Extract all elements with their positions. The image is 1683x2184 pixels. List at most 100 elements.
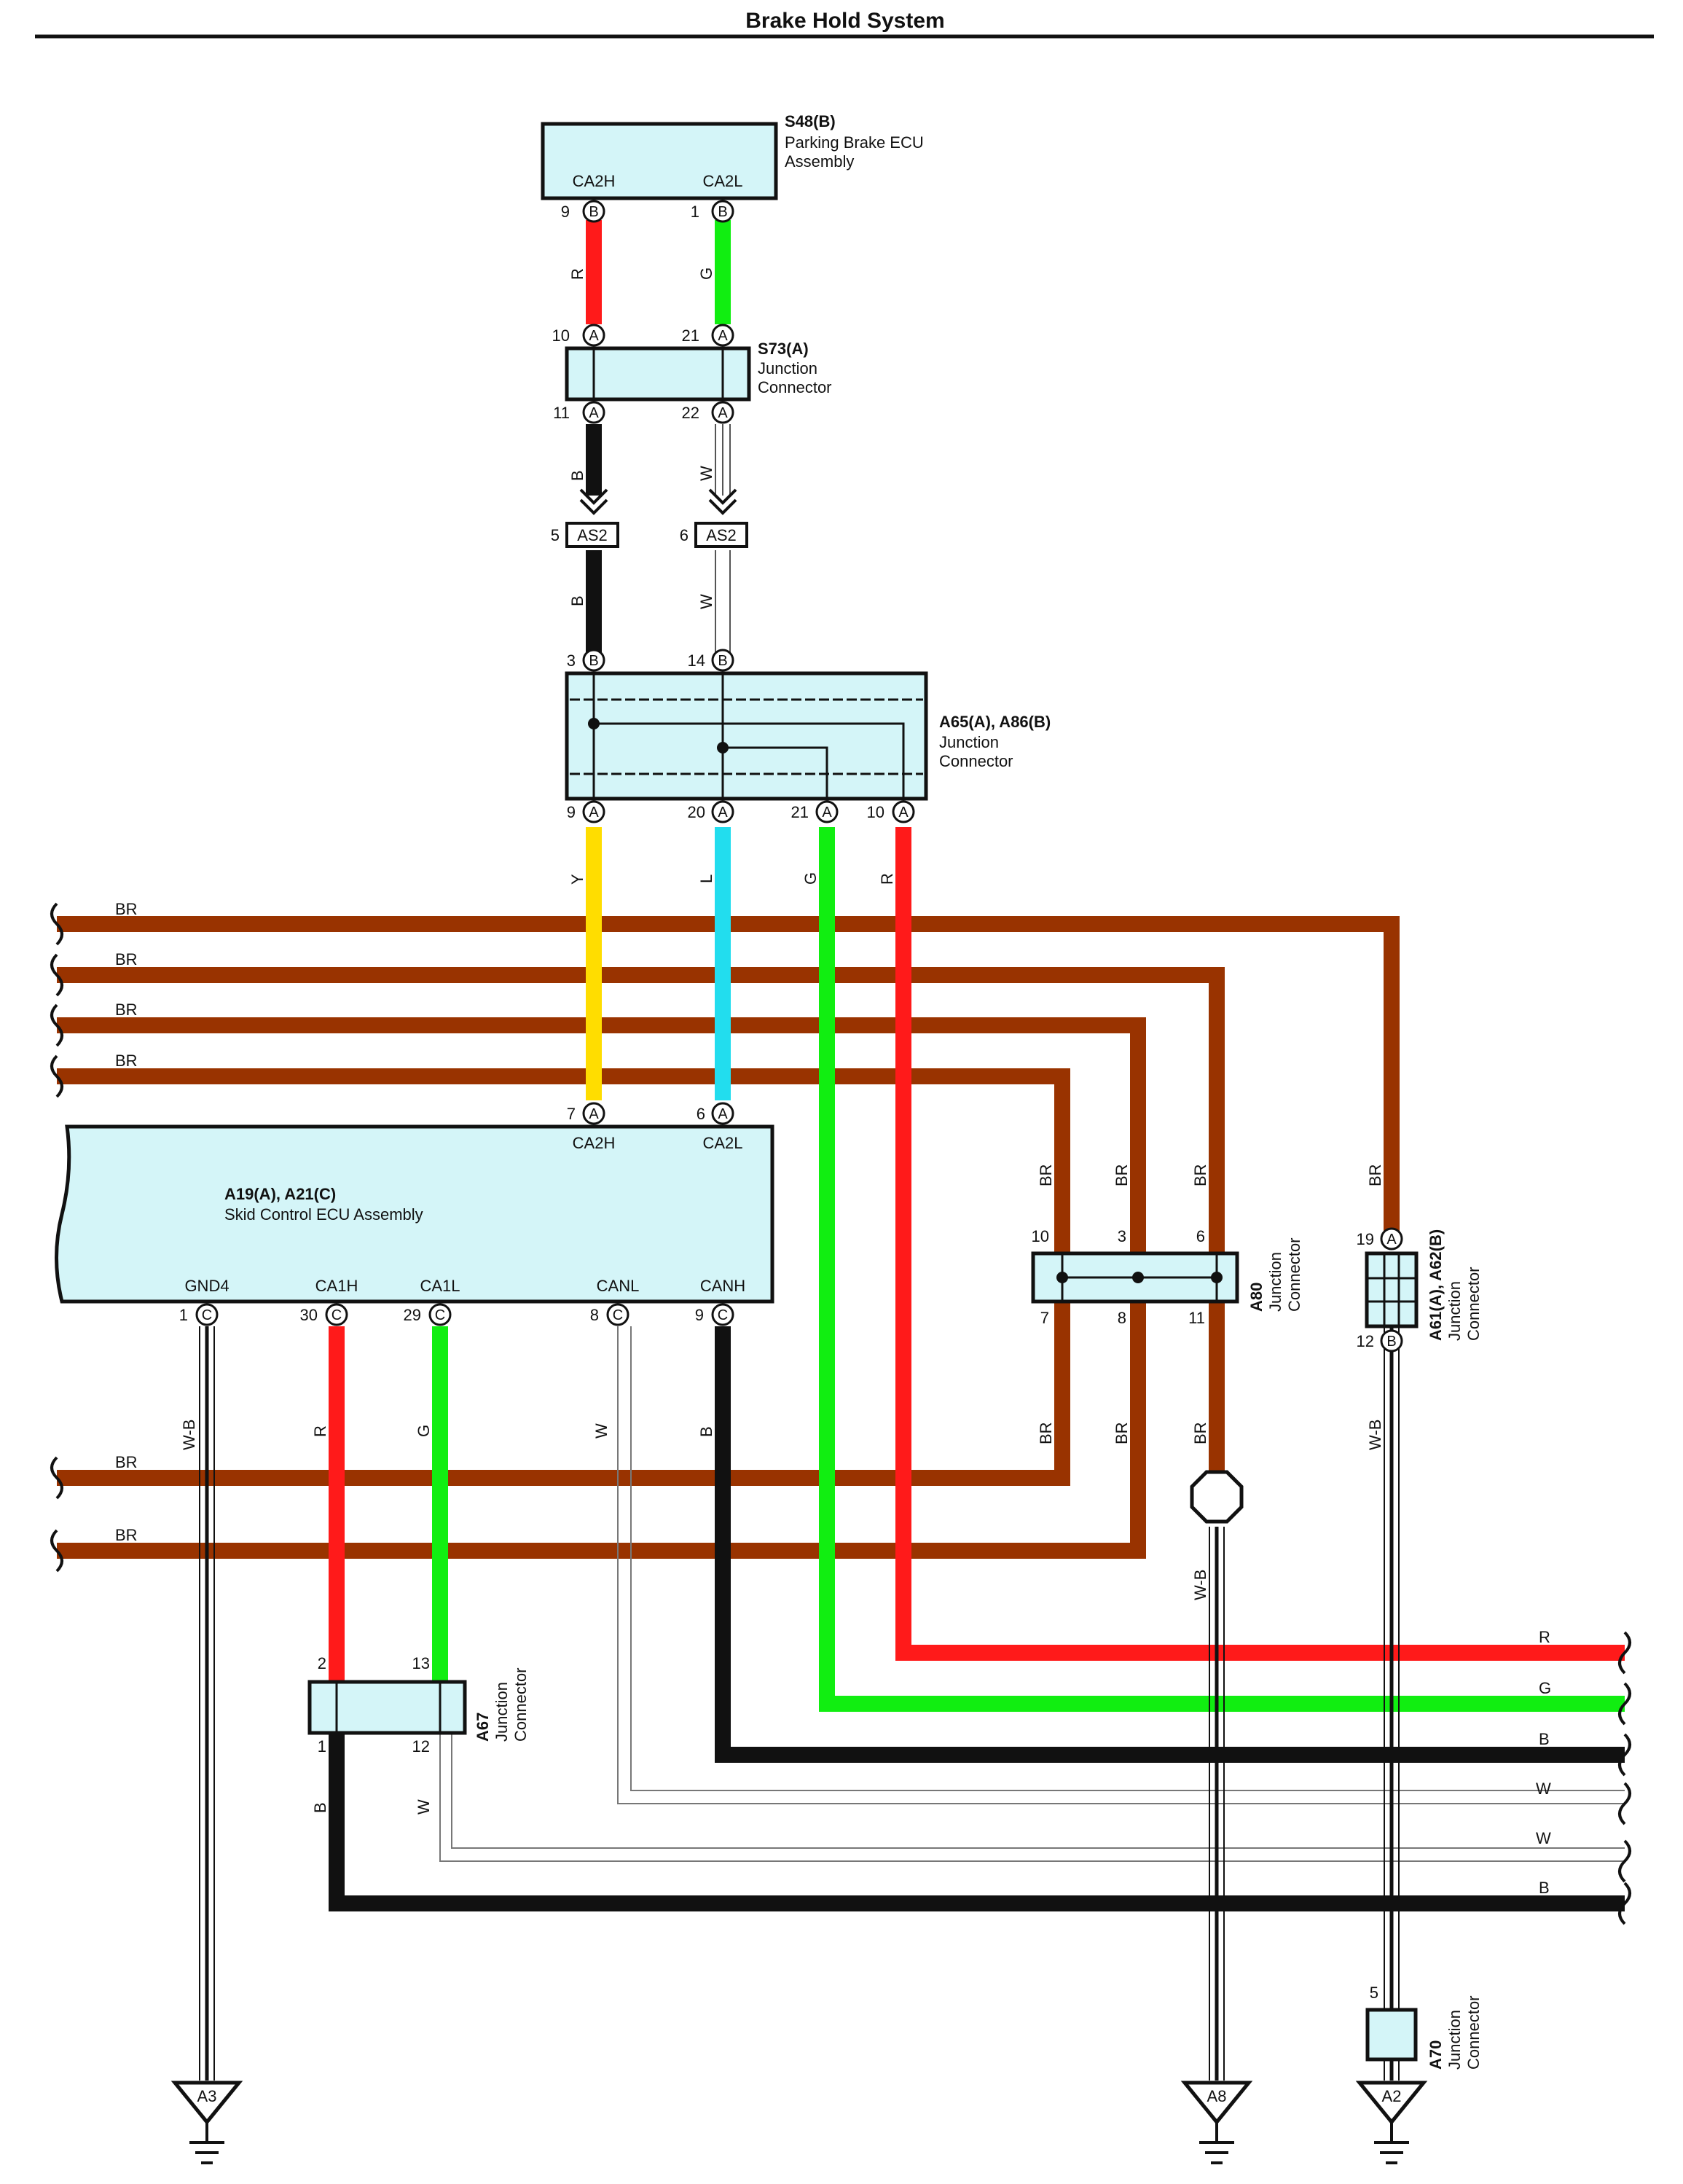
s73-name-2: Connector [758, 378, 832, 396]
wire-label-s73-w: W [697, 466, 715, 481]
a80-pin-bottom-1: 7 [1040, 1309, 1049, 1327]
chevron-arrows [579, 488, 737, 515]
break-right-4 [1618, 1782, 1631, 1825]
a19-pin-letter-b1: C [202, 1307, 212, 1323]
pin [711, 200, 734, 223]
a19-pin-letter-t2: A [718, 1106, 728, 1122]
a67-pin-bottom-2: 12 [412, 1737, 430, 1756]
chevron-down-icon [579, 488, 608, 515]
wire-label-ca1h: R [311, 1425, 329, 1437]
a65-pin-letter-t2: B [718, 653, 727, 669]
break-left-6 [50, 1529, 63, 1573]
wire-label-a80-up-2: BR [1113, 1164, 1131, 1186]
a80-pin-top-2: 3 [1118, 1227, 1126, 1245]
break-left-4 [50, 1054, 63, 1098]
component-as2: AS2 5 AS2 6 [551, 522, 748, 548]
as2-label-1: AS2 [577, 526, 608, 544]
a19-pin-num-b1: 1 [179, 1306, 188, 1324]
a61-pin-num-b: 12 [1357, 1332, 1374, 1350]
s73-pin-num-t1: 10 [552, 326, 570, 345]
a65-id: A65(A), A86(B) [939, 713, 1051, 731]
component-a80: 10 3 6 7 8 11 A80 Junction Connector [1031, 1227, 1303, 1327]
a19-pin-label-b5: CANH [700, 1277, 745, 1295]
a80-id: A80 [1247, 1283, 1266, 1312]
a65-pin-num-b4: 10 [867, 803, 884, 821]
wire-br-2 [57, 967, 1225, 1479]
ground-label-a2: A2 [1382, 2087, 1402, 2105]
a61-id: A61(A), A62(B) [1427, 1229, 1445, 1341]
splice-octagon [1190, 1470, 1244, 1524]
component-s73: S73(A) Junction Connector A 10 A 21 A 11… [552, 324, 832, 424]
wire-label-a67-b: B [311, 1802, 329, 1813]
as2-num-2: 6 [680, 526, 688, 544]
a65-pin-letter-b4: A [898, 805, 909, 821]
wire-a8-wb [1209, 1527, 1225, 2081]
s73-id: S73(A) [758, 340, 809, 358]
component-a61: A 19 B 12 A61(A), A62(B) Junction Connec… [1357, 1227, 1483, 1353]
break-right-3 [1618, 1733, 1631, 1777]
wire-label-a65-y: Y [568, 874, 586, 885]
a80-name-1: Junction [1266, 1252, 1284, 1312]
a19-pin-num-b3: 29 [404, 1306, 421, 1324]
a61-name-1: Junction [1445, 1281, 1464, 1341]
wire-label-as2-w: W [697, 594, 715, 609]
component-a19: A19(A), A21(C) Skid Control ECU Assembly… [55, 1102, 774, 1326]
a65-pin-letter-b1: A [589, 805, 599, 821]
as2-label-2: AS2 [706, 526, 737, 544]
a70-name-2: Connector [1464, 1995, 1483, 2070]
wire-label-s48-r: R [568, 268, 586, 280]
a19-pin-letter-b3: C [435, 1307, 445, 1323]
a65-pin-num-b1: 9 [567, 803, 576, 821]
wire-label-a61-down: W-B [1366, 1420, 1384, 1450]
a19-pin-letter-b5: C [718, 1307, 728, 1323]
a19-pin-num-b4: 8 [590, 1306, 599, 1324]
s73-pin-letter-b1: A [589, 405, 599, 421]
s73-pin-num-b1: 11 [553, 404, 570, 422]
s73-pin-num-b2: 22 [682, 404, 699, 422]
wire-label-gnd4: W-B [180, 1420, 198, 1450]
a19-pin-num-t2: 6 [697, 1105, 705, 1123]
pin [582, 200, 605, 223]
wire-label-canh: B [697, 1426, 715, 1437]
a19-pin-label-b2: CA1H [315, 1277, 358, 1295]
a61-pin-letter-t: A [1386, 1232, 1397, 1248]
a67-id: A67 [474, 1713, 492, 1742]
ground-label-a8: A8 [1207, 2087, 1227, 2105]
wire-label-br-5: BR [115, 1453, 138, 1471]
break-right-2 [1618, 1682, 1631, 1726]
wire-label-br-4: BR [115, 1052, 138, 1070]
a19-pin-label-t2: CA2L [702, 1134, 742, 1152]
as2-num-1: 5 [551, 526, 560, 544]
a67-pin-top-2: 13 [412, 1654, 430, 1672]
s48-pin-letter-1: B [589, 204, 598, 220]
wire-label-br-1: BR [115, 900, 138, 918]
a19-pin-label-t1: CA2H [573, 1134, 616, 1152]
wire-label-ca1l: G [415, 1425, 433, 1437]
wire-label-canl: W [592, 1423, 611, 1439]
break-right-5 [1618, 1839, 1631, 1883]
a65-name-2: Connector [939, 752, 1013, 770]
wire-label-a65-g: G [801, 872, 820, 885]
a61-name-2: Connector [1464, 1267, 1483, 1341]
a19-pin-num-b5: 9 [695, 1306, 704, 1324]
a19-pin-num-b2: 30 [300, 1306, 318, 1324]
wire-a61-wb [1384, 1326, 1400, 2081]
s48-pin-label-2: CA2L [702, 172, 742, 190]
s73-name-1: Junction [758, 359, 817, 377]
break-marks [50, 902, 1631, 1925]
break-left-5 [50, 1456, 63, 1500]
a19-pin-letter-t1: A [589, 1106, 599, 1122]
a65-pin-letter-b2: A [718, 805, 728, 821]
wire-canl-w [617, 1326, 1625, 1804]
a67-pin-bottom-1: 1 [318, 1737, 326, 1756]
wire-label-br-2: BR [115, 950, 138, 968]
wire-label-right-6: B [1539, 1879, 1550, 1897]
a70-name-1: Junction [1445, 2010, 1464, 2070]
ground-a8: A8 [1180, 2081, 1253, 2164]
wire-br-1 [57, 916, 1400, 1235]
break-left-3 [50, 1003, 63, 1047]
a80-pin-bottom-2: 8 [1118, 1309, 1126, 1327]
s48-pin-num-1: 9 [561, 203, 570, 221]
component-s48: CA2H CA2L S48(B) Parking Brake ECU Assem… [541, 112, 924, 223]
